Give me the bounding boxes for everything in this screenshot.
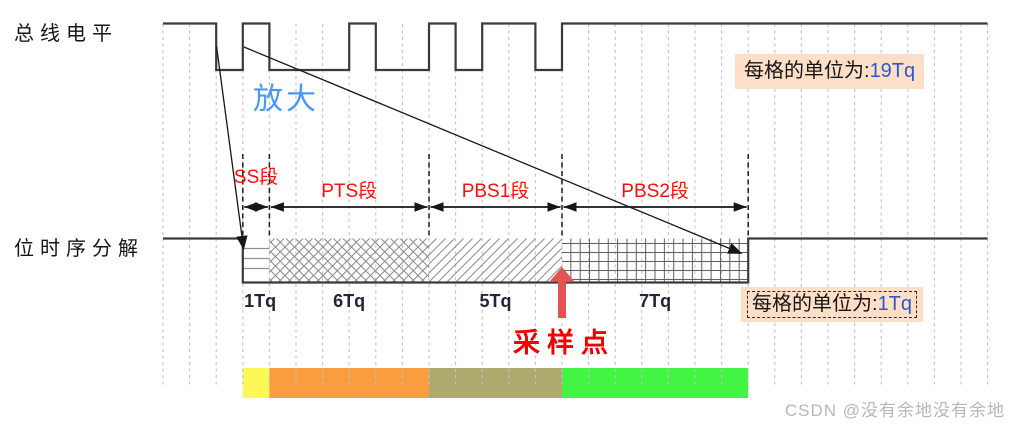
- bit-segment-pattern-2: [269, 238, 429, 283]
- duration-label-3: 5Tq: [479, 291, 512, 311]
- span-arrow-head-right: [414, 202, 428, 212]
- watermark-text: CSDN @没有余地没有余地: [784, 401, 1005, 420]
- span-arrow-head-right: [547, 202, 561, 212]
- unit-note-1tq: 每格的单位为:1Tq: [741, 287, 924, 322]
- bar-segment-3: [429, 368, 562, 398]
- segment-label-3: PBS1段: [461, 181, 530, 202]
- span-arrow-head-right: [733, 202, 747, 212]
- span-arrow-head-left: [563, 202, 577, 212]
- zoom-guide-line-right: [243, 46, 743, 254]
- bit-timing-label: 位时序分解: [14, 238, 144, 260]
- unit-note-1tq-value: 1Tq: [877, 293, 913, 315]
- unit-note-19tq-prefix: 每格的单位为:: [744, 60, 870, 82]
- segment-label-2: PTS段: [321, 181, 378, 202]
- unit-note-1tq-dashed-box: 每格的单位为:1Tq: [747, 291, 918, 318]
- duration-label-2: 6Tq: [333, 291, 366, 311]
- bit-segment-pattern-4: [562, 238, 749, 283]
- bar-segment-1: [242, 368, 270, 398]
- duration-label-1: 1Tq: [244, 291, 277, 311]
- bus-level-label: 总线电平: [14, 23, 118, 45]
- unit-note-19tq: 每格的单位为:19Tq: [735, 54, 925, 89]
- segment-label-1: SS段: [233, 167, 279, 188]
- unit-note-19tq-value: 19Tq: [869, 60, 916, 82]
- zoom-in-label: 放大: [253, 83, 319, 116]
- zoom-guide-line-left: [215, 45, 248, 251]
- sample-point-label: 采样点: [513, 328, 615, 358]
- span-arrow-head-left: [244, 202, 258, 212]
- span-arrow-head-right: [254, 202, 268, 212]
- sample-point-arrow: [550, 267, 574, 318]
- bit-timing-waveform: [163, 237, 988, 284]
- unit-note-1tq-prefix: 每格的单位为:: [752, 293, 878, 315]
- segment-label-4: PBS2段: [621, 181, 689, 202]
- bit-segment-pattern-3: [429, 238, 562, 283]
- span-arrow-head-left: [430, 202, 444, 212]
- span-arrow-head-left: [270, 202, 284, 212]
- bus-level-waveform: [163, 22, 988, 72]
- bar-segment-4: [562, 368, 749, 398]
- duration-label-4: 7Tq: [639, 291, 672, 311]
